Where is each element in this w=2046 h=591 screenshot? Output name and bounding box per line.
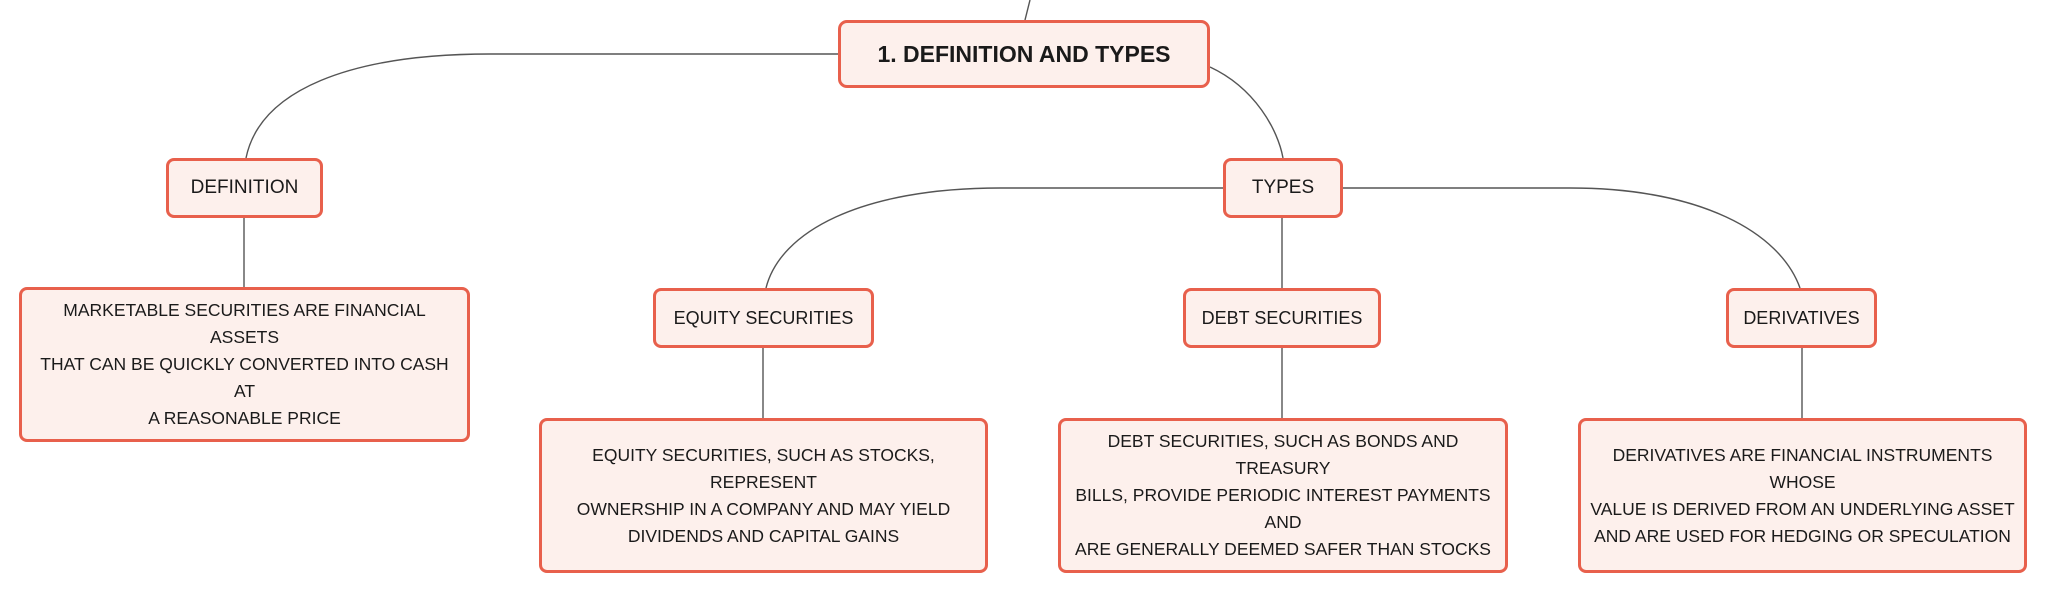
debt-securities-node[interactable]: DEBT SECURITIES [1183, 288, 1381, 348]
connector-types-to-equity [765, 187, 1223, 289]
description-line: A REASONABLE PRICE [148, 408, 341, 428]
description-line: THAT CAN BE QUICKLY CONVERTED INTO CASH … [40, 354, 449, 401]
equity-description-text: EQUITY SECURITIES, SUCH AS STOCKS, REPRE… [550, 442, 977, 550]
description-line: VALUE IS DERIVED FROM AN UNDERLYING ASSE… [1590, 498, 2015, 519]
root-label: 1. DEFINITION AND TYPES [877, 40, 1171, 67]
description-line: BILLS, PROVIDE PERIODIC INTEREST PAYMENT… [1075, 485, 1491, 532]
types-node[interactable]: TYPES [1223, 158, 1343, 218]
derivatives-node[interactable]: DERIVATIVES [1726, 288, 1877, 348]
debt-securities-label: DEBT SECURITIES [1201, 307, 1363, 328]
types-label: TYPES [1251, 177, 1315, 198]
description-line: DIVIDENDS AND CAPITAL GAINS [627, 525, 900, 546]
definition-description-node[interactable]: MARKETABLE SECURITIES ARE FINANCIAL ASSE… [19, 287, 470, 442]
description-line: DEBT SECURITIES, SUCH AS BONDS AND TREAS… [1107, 431, 1459, 478]
equity-securities-label: EQUITY SECURITIES [673, 307, 854, 328]
equity-description-node[interactable]: EQUITY SECURITIES, SUCH AS STOCKS, REPRE… [539, 418, 988, 573]
derivatives-description-text: DERIVATIVES ARE FINANCIAL INSTRUMENTS WH… [1589, 442, 2016, 550]
root-node[interactable]: 1. DEFINITION AND TYPES [838, 20, 1210, 88]
description-line: DERIVATIVES ARE FINANCIAL INSTRUMENTS WH… [1612, 444, 1993, 492]
description-line: AND ARE USED FOR HEDGING OR SPECULATION [1594, 525, 2011, 546]
connector-types-to-derivatives [1343, 187, 1801, 289]
connector-root-to-definition [245, 53, 838, 159]
description-line: EQUITY SECURITIES, SUCH AS STOCKS, REPRE… [592, 444, 935, 492]
description-line: ARE GENERALLY DEEMED SAFER THAN STOCKS [1075, 539, 1491, 559]
definition-node[interactable]: DEFINITION [166, 158, 323, 218]
description-line: OWNERSHIP IN A COMPANY AND MAY YIELD [576, 498, 951, 519]
derivatives-description-node[interactable]: DERIVATIVES ARE FINANCIAL INSTRUMENTS WH… [1578, 418, 2027, 573]
definition-description-text: MARKETABLE SECURITIES ARE FINANCIAL ASSE… [30, 297, 459, 432]
connector-root-to-types [1209, 66, 1284, 159]
derivatives-label: DERIVATIVES [1743, 307, 1860, 328]
debt-description-text: DEBT SECURITIES, SUCH AS BONDS AND TREAS… [1069, 428, 1497, 563]
debt-description-node[interactable]: DEBT SECURITIES, SUCH AS BONDS AND TREAS… [1058, 418, 1508, 573]
equity-securities-node[interactable]: EQUITY SECURITIES [653, 288, 874, 348]
connector-parent-to-root [1024, 0, 1031, 21]
definition-label: DEFINITION [190, 177, 299, 198]
description-line: MARKETABLE SECURITIES ARE FINANCIAL ASSE… [63, 300, 426, 347]
